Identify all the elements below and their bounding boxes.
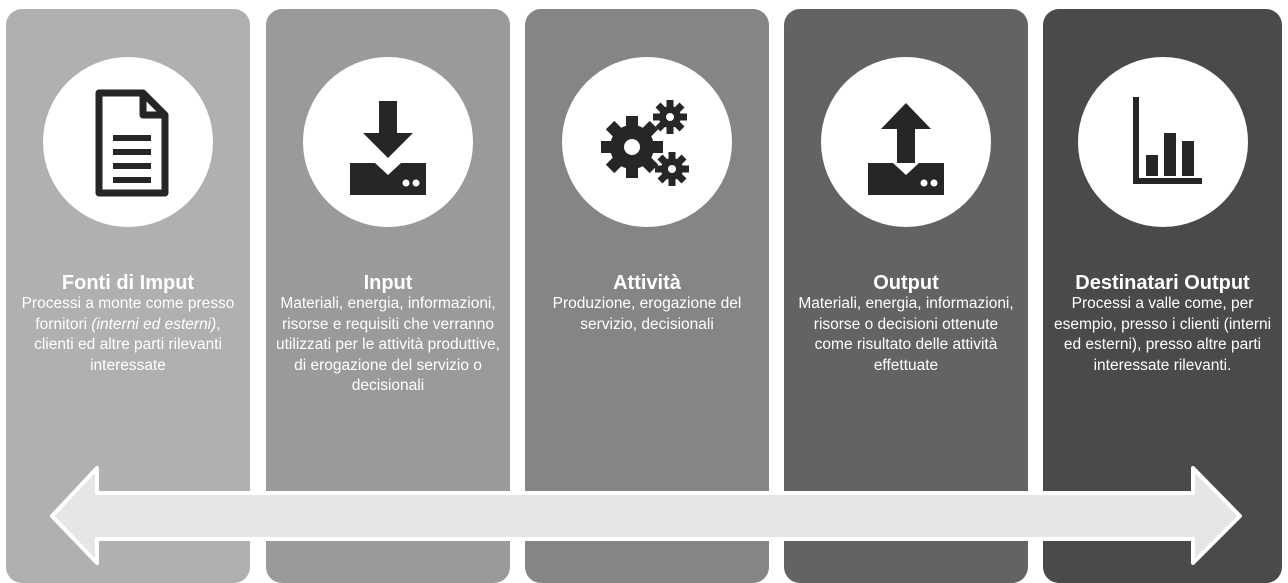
bar-chart-icon (1132, 97, 1202, 184)
download-tray-icon (350, 101, 426, 195)
gears-icon (601, 100, 689, 186)
column-description: Materiali, energia, informazioni, risors… (276, 295, 500, 395)
column-title: Output (873, 272, 939, 294)
icon-circle (303, 57, 473, 227)
column-title: Destinatari Output (1075, 272, 1250, 294)
column-output: Output Materiali, energia, informazioni,… (784, 9, 1028, 583)
icon-circle (821, 57, 991, 227)
column-title: Input (363, 272, 413, 294)
icon-circle (562, 57, 732, 227)
column-title: Fonti di Imput (61, 272, 195, 294)
column-fonti-di-imput: Fonti di Imput Processi a monte come pre… (6, 9, 250, 583)
document-icon (95, 89, 169, 197)
icon-circle (1077, 57, 1248, 227)
column-attivita: Attività Produzione, erogazione del serv… (525, 9, 769, 583)
column-description: Processi a monte come presso fornitori (… (21, 295, 235, 374)
upload-tray-icon (868, 103, 944, 195)
column-description: Processi a valle come, per esempio, pres… (1053, 295, 1272, 374)
column-description: Materiali, energia, informazioni, risors… (798, 295, 1014, 374)
column-input: Input Materiali, energia, informazioni, … (266, 9, 510, 583)
icon-circle (43, 57, 213, 227)
column-destinatari-output: Destinatari Output Processi a valle come… (1043, 9, 1282, 583)
column-title: Attività (613, 272, 681, 294)
column-description: Produzione, erogazione del servizio, dec… (552, 295, 742, 333)
